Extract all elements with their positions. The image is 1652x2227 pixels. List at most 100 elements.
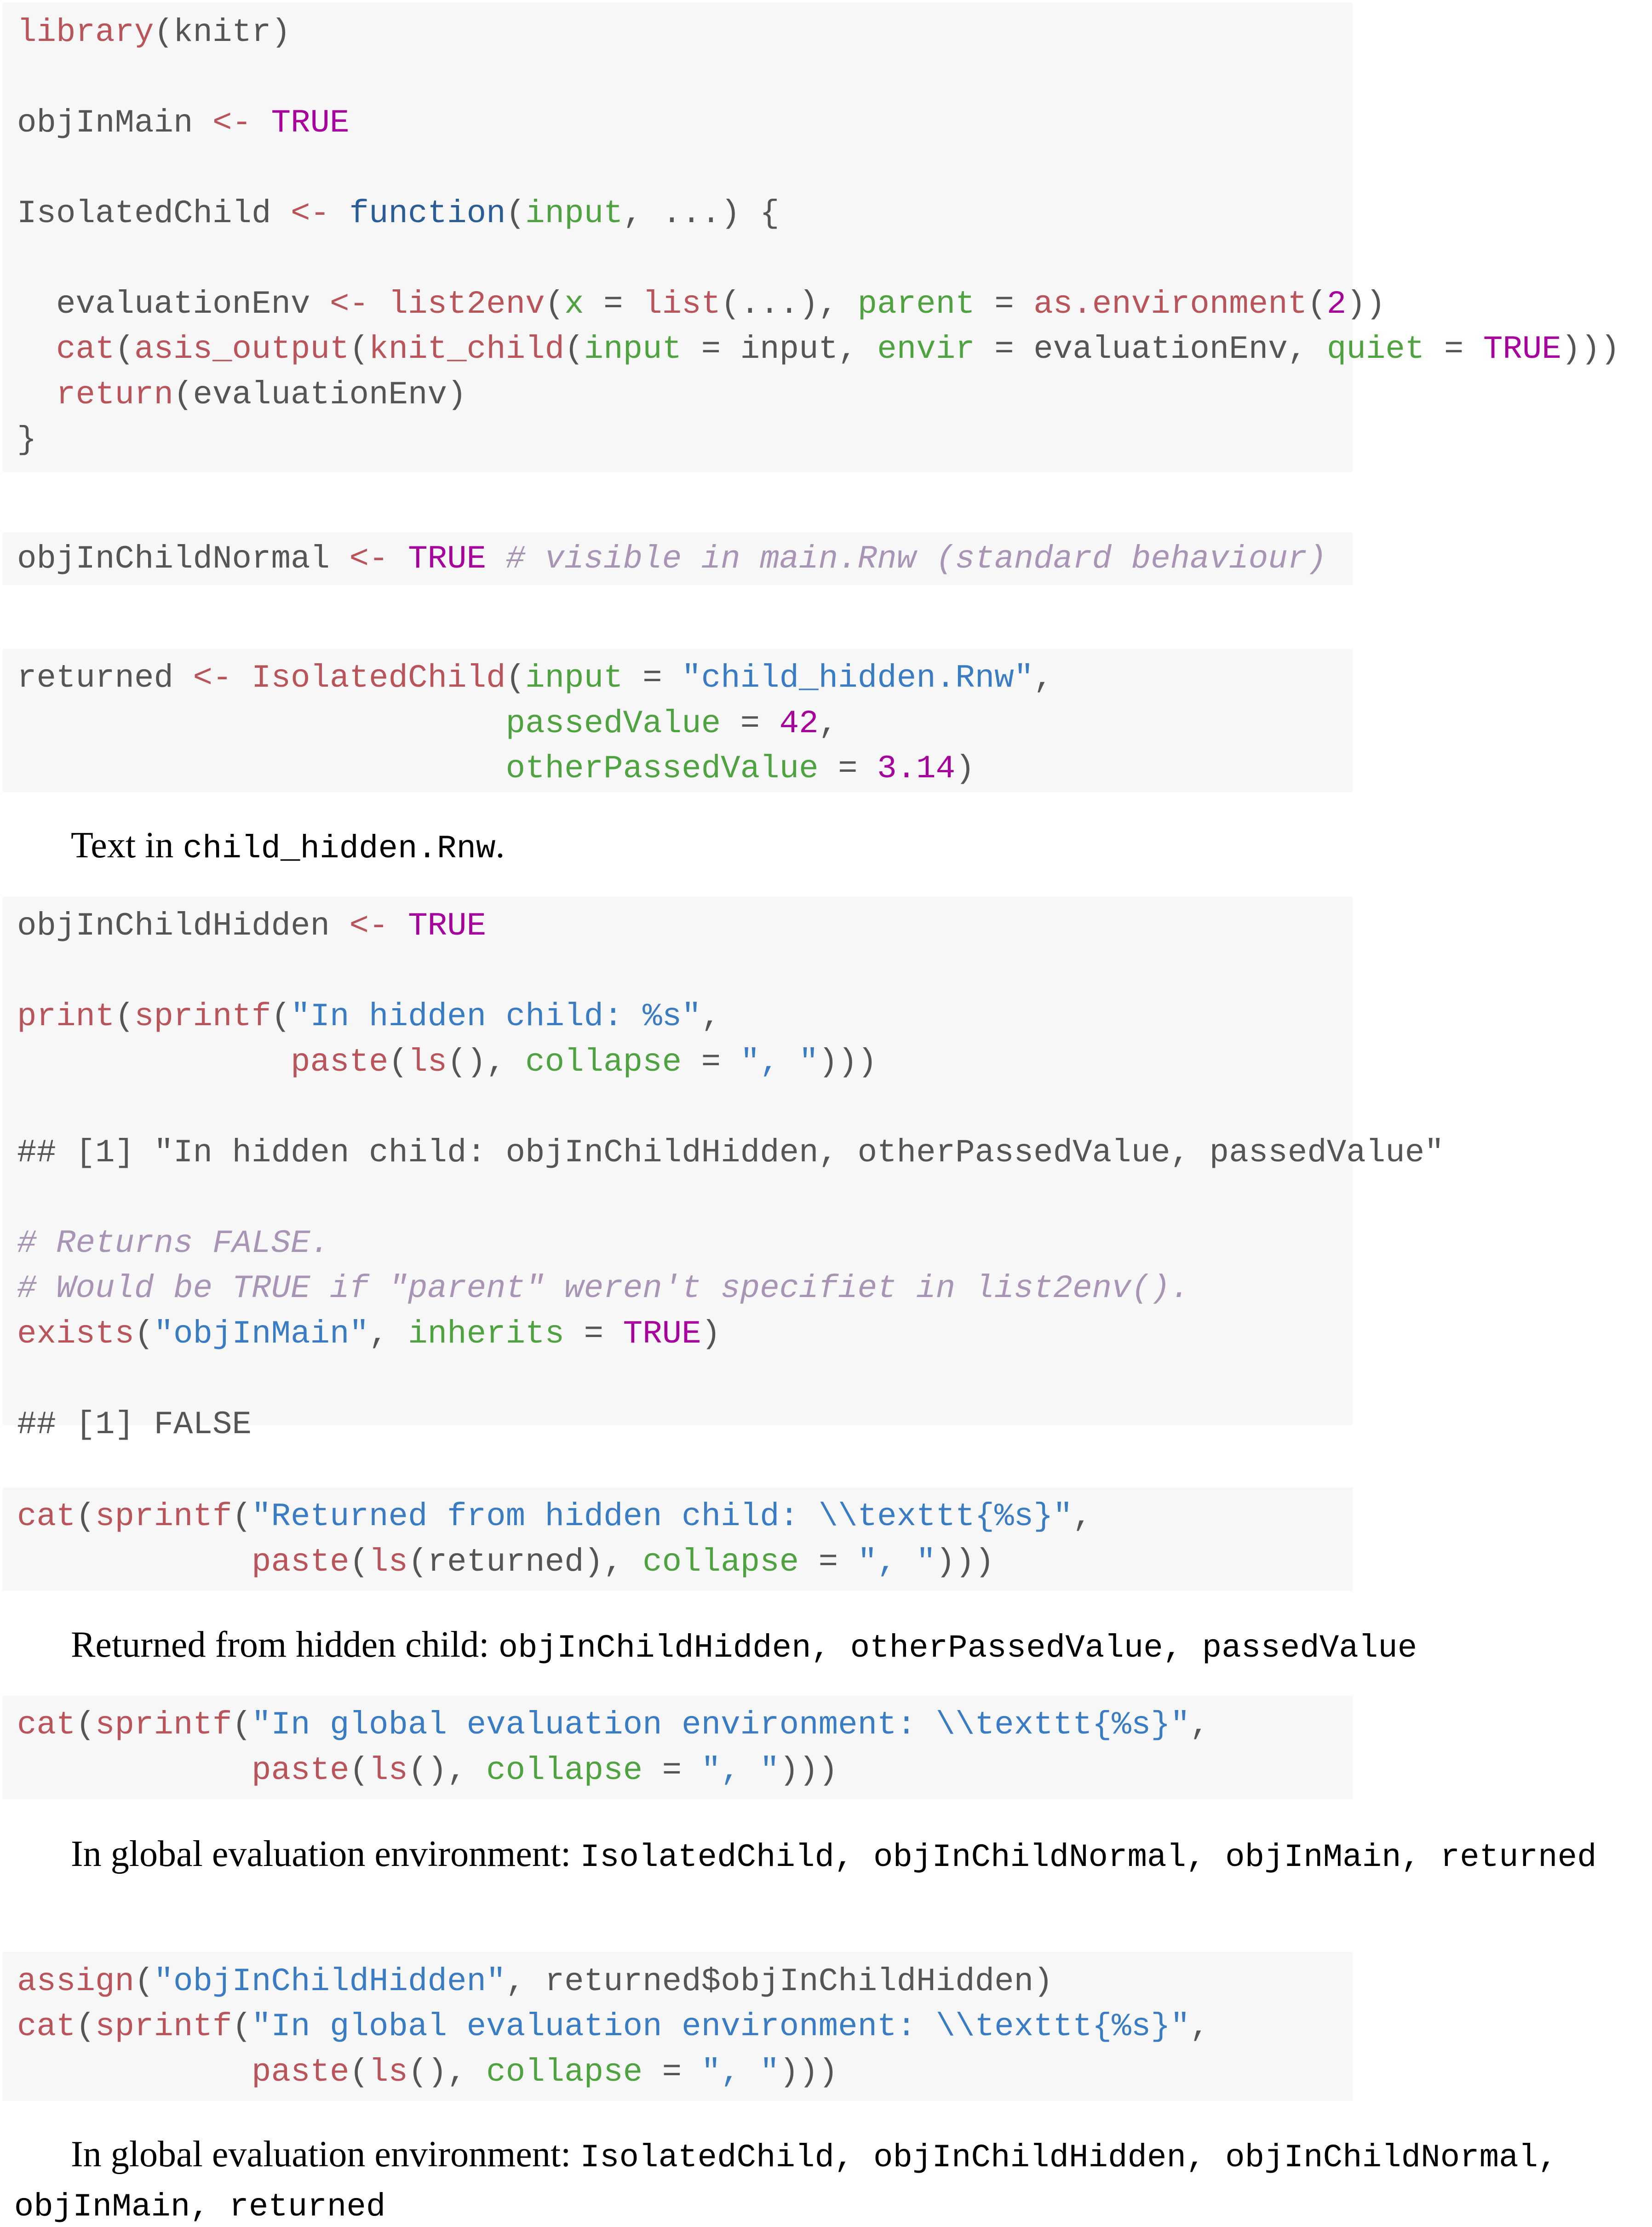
- string-token: "In hidden child: %s": [291, 999, 701, 1036]
- code-text: [330, 195, 350, 232]
- function-token: paste: [252, 1544, 350, 1581]
- code-text: [252, 105, 271, 142]
- code-text: (: [564, 331, 584, 368]
- code-line: assign("objInChildHidden", returned$objI…: [17, 1959, 1353, 2005]
- code-line: paste(ls(), collapse = ", "))): [17, 1040, 1353, 1085]
- string-token: "In global evaluation environment: \\tex…: [252, 1707, 1190, 1744]
- code-line: objInChildHidden <- TRUE: [17, 904, 1353, 949]
- paragraph-returned-output: Returned from hidden child: objInChildHi…: [70, 1624, 1417, 1667]
- string-token: "objInChildHidden": [154, 1963, 506, 2000]
- function-token: library: [17, 14, 154, 51]
- code-block-returned-from-child: cat(sprintf("Returned from hidden child:…: [3, 1487, 1353, 1591]
- code-text: (: [232, 1707, 252, 1744]
- code-block-global-env: cat(sprintf("In global evaluation enviro…: [3, 1695, 1353, 1799]
- operator-token: <-: [349, 908, 389, 945]
- code-line: ## [1] FALSE: [17, 1402, 1353, 1448]
- function-token: as.environment: [1033, 286, 1308, 323]
- code-text: [17, 751, 506, 787]
- code-line: [17, 236, 1353, 282]
- function-token: paste: [252, 2054, 350, 2091]
- argument-token: collapse: [486, 2054, 643, 2091]
- code-text: objInChildNormal: [17, 541, 350, 578]
- code-block-assign: assign ( "objInChildHidden", returned$objI…: [3, 1952, 1353, 2101]
- string-token: ", ": [701, 2054, 780, 2091]
- function-token: list2env: [388, 286, 545, 323]
- code-text: ,: [1190, 1707, 1210, 1744]
- code-text: ## [1] "In hidden child: objInChildHidde…: [17, 1134, 1444, 1171]
- code-text: =: [975, 286, 1034, 323]
- function-token: cat: [56, 331, 115, 368]
- code-text: returned: [17, 660, 193, 697]
- code-text: }: [17, 422, 37, 459]
- code-text: ,: [1073, 1498, 1092, 1536]
- argument-token: input: [584, 331, 682, 368]
- argument-token: inherits: [408, 1315, 565, 1353]
- code-line: # Returns FALSE.: [17, 1221, 1353, 1267]
- code-line: cat(asis_output(knit_child(input = input…: [17, 327, 1620, 373]
- operator-token: <-: [193, 660, 232, 697]
- code-line: passedValue = 42,: [17, 701, 1353, 747]
- code-text: (: [1307, 286, 1327, 323]
- string-token: "objInMain": [154, 1315, 369, 1353]
- code-line: library(knitr): [17, 10, 1353, 56]
- code-text: [389, 541, 408, 578]
- code-text: (: [349, 2054, 369, 2091]
- function-token: ls: [369, 1752, 408, 1789]
- argument-token: collapse: [642, 1544, 799, 1581]
- function-token: paste: [252, 1752, 350, 1789]
- operator-token: <-: [349, 541, 389, 578]
- code-text: (: [75, 2009, 95, 2046]
- code-line: [17, 1085, 1353, 1131]
- code-text: =: [1424, 331, 1483, 368]
- code-text: [17, 1044, 291, 1081]
- function-token: exists: [17, 1315, 134, 1353]
- code-text: = evaluationEnv,: [975, 331, 1327, 368]
- code-text: [17, 2054, 252, 2091]
- paragraph-global-env-output: In global evaluation environment: Isolat…: [70, 1834, 1597, 1877]
- code-line: }: [17, 418, 1353, 463]
- code-text: =: [799, 1544, 858, 1581]
- constant-token: 42: [779, 705, 819, 742]
- constant-token: TRUE: [408, 541, 487, 578]
- function-token: list: [642, 286, 721, 323]
- code-text: ): [701, 1315, 721, 1353]
- function-token: cat: [17, 1707, 76, 1744]
- code-text: [17, 331, 56, 368]
- code-text: objInMain: [17, 104, 212, 142]
- function-token: sprintf: [95, 1498, 232, 1536]
- constant-token: TRUE: [408, 908, 487, 945]
- code-text: =: [642, 1752, 701, 1789]
- code-text: (: [75, 1707, 95, 1744]
- code-text: evaluationEnv: [17, 286, 330, 323]
- code-text: ): [955, 751, 975, 788]
- code-text: [17, 377, 56, 413]
- function-token: assign: [17, 1963, 134, 2000]
- argument-token: collapse: [486, 1752, 643, 1789]
- code-block-call-isolated-child: returned <- IsolatedChild(input = "child…: [3, 649, 1353, 792]
- string-token: ", ": [857, 1544, 936, 1581]
- code-line: cat(sprintf("In global evaluation enviro…: [17, 1703, 1353, 1748]
- code-line: # Would be TRUE if "parent" weren't spec…: [17, 1266, 1353, 1312]
- code-text: (: [349, 1752, 369, 1789]
- argument-token: x: [564, 286, 584, 323]
- code-text: (evaluationEnv): [173, 376, 467, 413]
- code-text: ))): [779, 1752, 838, 1789]
- code-text: , ...) {: [623, 195, 780, 232]
- code-text: (: [349, 1544, 369, 1581]
- code-text: (: [271, 999, 291, 1036]
- code-line: IsolatedChild <- function(input, ...) {: [17, 191, 1353, 237]
- code-line: exists("objInMain", inherits = TRUE): [17, 1312, 1353, 1357]
- code-text: (: [545, 286, 565, 323]
- code-text: , returned$objInChildHidden): [505, 1963, 1053, 2000]
- code-text: [17, 1544, 252, 1581]
- code-line: paste(ls(returned), collapse = ", "))): [17, 1540, 1353, 1585]
- argument-token: input: [525, 195, 623, 232]
- function-token: cat: [17, 1498, 76, 1536]
- code-text: (: [388, 1044, 408, 1081]
- constant-token: 3.14: [877, 751, 956, 788]
- code-line: otherPassedValue = 3.14): [17, 746, 1353, 792]
- code-text: )): [1346, 286, 1386, 323]
